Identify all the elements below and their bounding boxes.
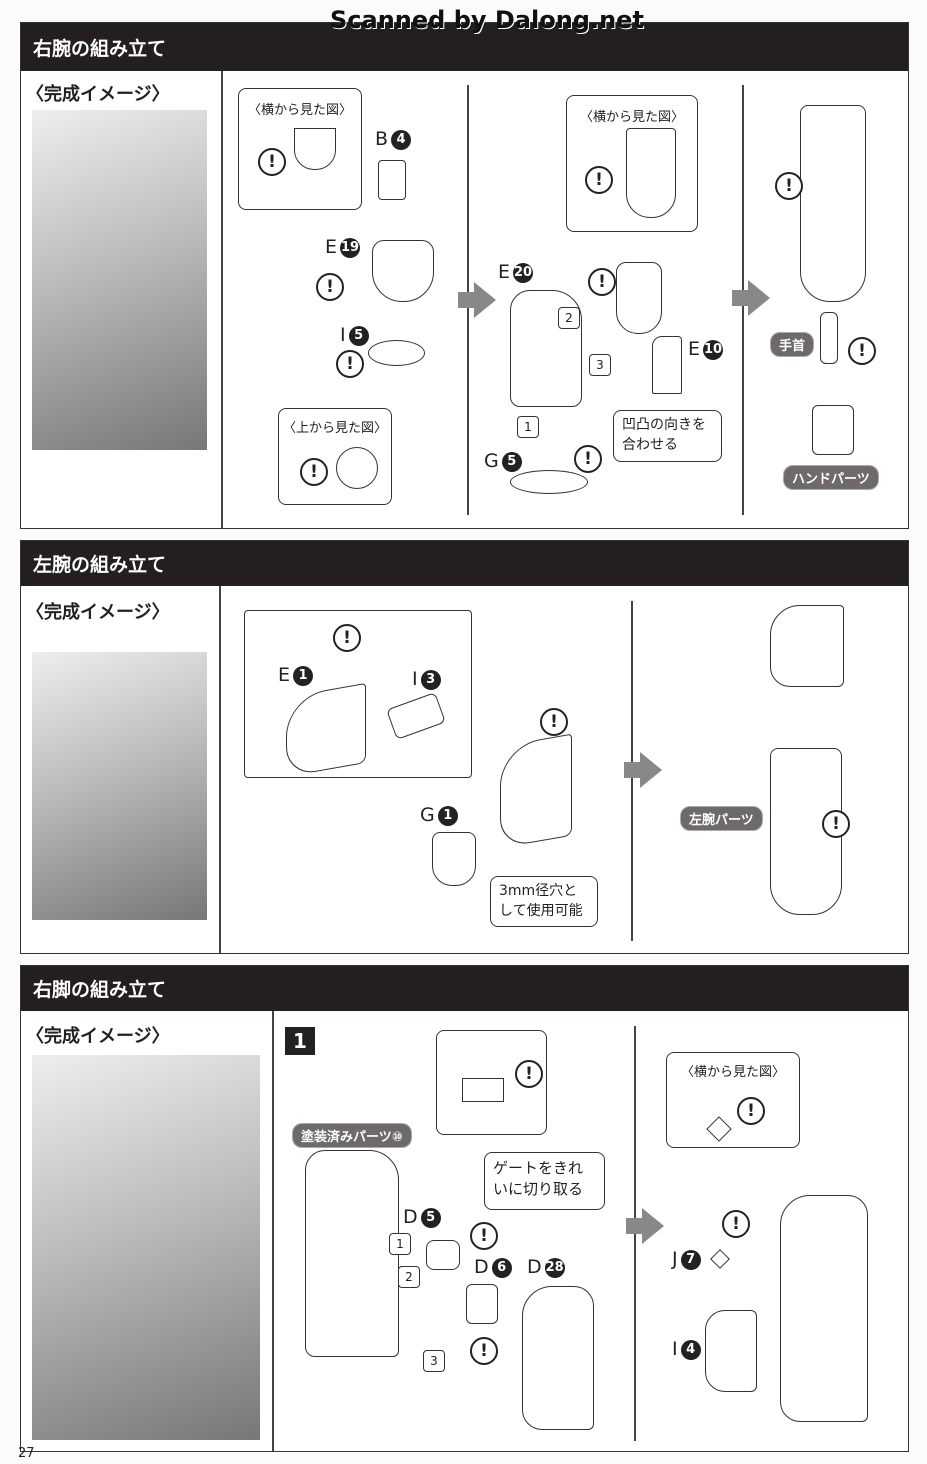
next-arrow xyxy=(626,1208,664,1244)
step-marker: 1 xyxy=(389,1233,411,1255)
align-note-callout: 凹凸の向きを合わせる xyxy=(613,410,722,462)
section-header: 左腕の組み立て xyxy=(21,541,908,586)
part-drawing xyxy=(812,405,854,455)
callout-title: 〈横から見た図〉 xyxy=(680,1065,785,1080)
next-arrow xyxy=(624,752,662,788)
part-drawing xyxy=(432,832,476,886)
part-drawing xyxy=(294,128,336,170)
warning-icon: ! xyxy=(585,166,613,194)
step-marker: 2 xyxy=(558,307,580,329)
warning-icon: ! xyxy=(515,1060,543,1088)
note-text: ゲートをきれいに切り取る xyxy=(493,1159,584,1198)
part-drawing xyxy=(705,1310,757,1392)
section-title: 左腕の組み立て xyxy=(33,554,167,576)
part-drawing xyxy=(652,336,682,394)
part-drawing xyxy=(466,1284,498,1324)
part-drawing xyxy=(368,340,425,366)
completion-image xyxy=(32,110,207,450)
part-drawing xyxy=(305,1150,399,1357)
callout-title: 〈横から見た図〉 xyxy=(579,110,684,125)
top-view-callout: 〈上から見た図〉 xyxy=(278,408,392,505)
part-drawing xyxy=(800,105,866,302)
part-drawing xyxy=(336,447,378,489)
warning-icon: ! xyxy=(574,445,602,473)
part-drawing xyxy=(626,128,676,218)
divider xyxy=(272,1011,274,1451)
completion-image-label: 〈完成イメージ〉 xyxy=(26,84,170,105)
part-drawing xyxy=(770,605,844,687)
part-drawing xyxy=(378,160,406,200)
part-drawing xyxy=(372,240,434,302)
step-marker: 2 xyxy=(398,1266,420,1288)
next-arrow xyxy=(458,282,496,318)
part-drawing xyxy=(616,262,662,334)
hole-note-callout: 3mm径穴として使用可能 xyxy=(490,876,598,927)
warning-icon: ! xyxy=(775,172,803,200)
section-title: 右腕の組み立て xyxy=(33,37,167,60)
warning-icon: ! xyxy=(333,624,361,652)
callout-title: 〈上から見た図〉 xyxy=(282,421,387,436)
divider xyxy=(219,586,221,953)
warning-icon: ! xyxy=(588,268,616,296)
note-text: 凹凸の向きを合わせる xyxy=(622,417,706,453)
completion-image-label: 〈完成イメージ〉 xyxy=(26,1026,170,1047)
warning-icon: ! xyxy=(470,1337,498,1365)
painted-parts-label: 塗装済みパーツ⑩ xyxy=(292,1123,412,1148)
part-drawing xyxy=(770,748,842,915)
hand-parts-label: ハンドパーツ xyxy=(783,465,879,490)
warning-icon: ! xyxy=(300,458,328,486)
page-number: 27 xyxy=(18,1446,35,1461)
warning-icon: ! xyxy=(258,148,286,176)
step-number: 1 xyxy=(285,1027,315,1055)
part-drawing xyxy=(426,1240,460,1270)
part-drawing xyxy=(820,312,838,364)
warning-icon: ! xyxy=(470,1222,498,1250)
warning-icon: ! xyxy=(316,273,344,301)
step-marker: 3 xyxy=(589,354,611,376)
side-view-callout: 〈横から見た図〉 xyxy=(666,1052,800,1148)
warning-icon: ! xyxy=(822,810,850,838)
completion-image xyxy=(32,1055,260,1440)
part-drawing xyxy=(462,1078,504,1102)
warning-icon: ! xyxy=(848,337,876,365)
section-header: 右腕の組み立て xyxy=(21,23,908,71)
left-arm-parts-label: 左腕パーツ xyxy=(680,806,763,831)
part-drawing xyxy=(522,1286,594,1430)
completion-image xyxy=(32,652,207,920)
next-arrow xyxy=(732,280,770,316)
warning-icon: ! xyxy=(336,350,364,378)
part-drawing xyxy=(510,470,588,494)
warning-icon: ! xyxy=(722,1210,750,1238)
callout-title: 〈横から見た図〉 xyxy=(247,103,352,118)
section-title: 右脚の組み立て xyxy=(33,979,167,1001)
warning-icon: ! xyxy=(540,708,568,736)
gate-note-callout: ゲートをきれいに切り取る xyxy=(484,1152,605,1210)
wrist-label: 手首 xyxy=(770,332,815,357)
part-drawing xyxy=(780,1195,868,1422)
completion-image-label: 〈完成イメージ〉 xyxy=(26,602,170,623)
note-text: 3mm径穴として使用可能 xyxy=(499,883,583,919)
section-header: 右脚の組み立て xyxy=(21,966,908,1011)
divider xyxy=(221,71,223,528)
step-marker: 1 xyxy=(517,416,539,438)
warning-icon: ! xyxy=(737,1097,765,1125)
watermark: Scanned by Dalong.net xyxy=(330,6,644,34)
step-marker: 3 xyxy=(423,1350,445,1372)
